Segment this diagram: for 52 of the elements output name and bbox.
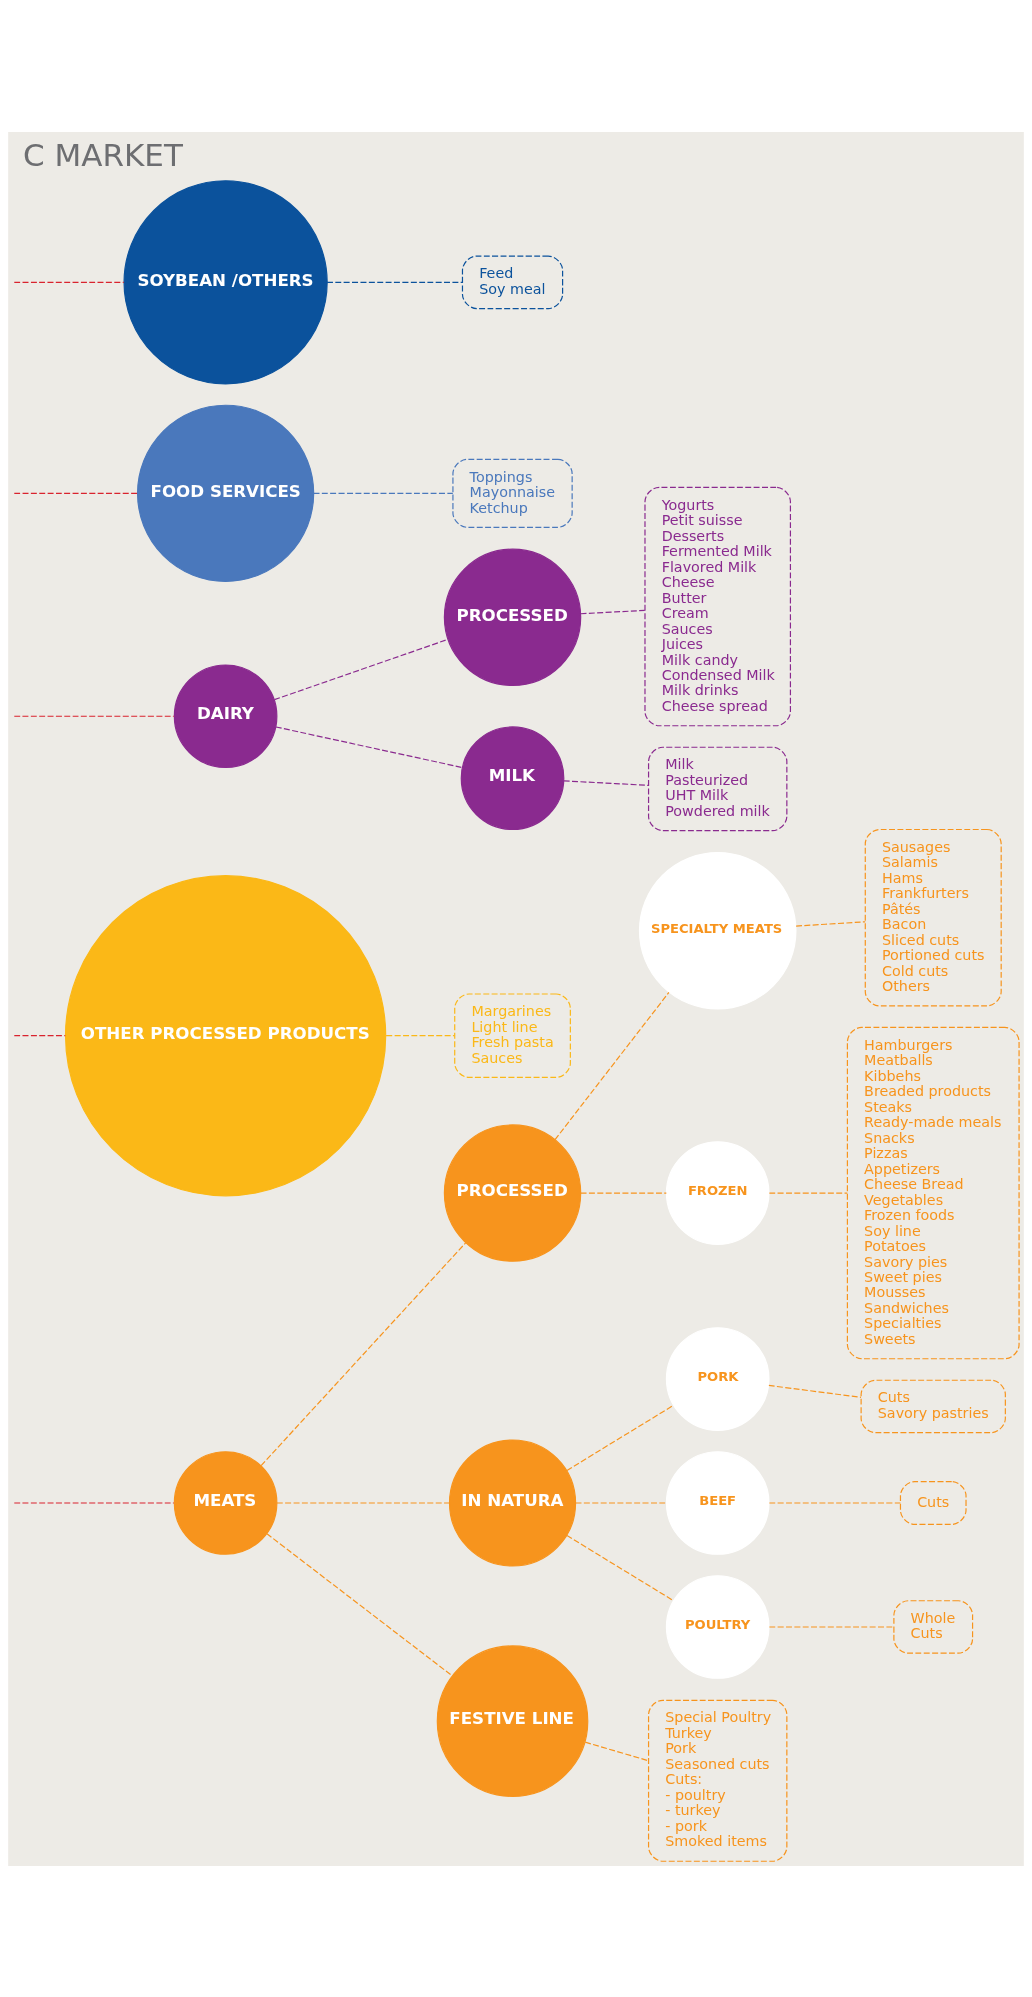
connector [13,715,175,717]
connector [554,991,670,1140]
connector [385,1034,456,1036]
connector [580,609,646,614]
connector [563,779,649,786]
node-box: Cuts [899,1480,967,1525]
connector [313,492,454,494]
connector [266,1532,453,1676]
node-box: Special Poultry Turkey Pork Seasoned cuts Cuts: - poultry - turkey - pork Smoked items [647,1699,788,1862]
connector [768,1191,848,1194]
node-circle: FOOD SERVICES [136,404,315,582]
node-circle: DAIRY [173,663,278,768]
node-circle: MEATS [173,1450,278,1555]
node-box: Hamburgers Meatballs Kibbehs Breaded products Steaks Ready-made meals Snacks Pizzas Appetizers Cheese Bread Vegetables Frozen foods Soy line Potatoes Savory pies Sweet pies Mousses Sandwiches Specialties Sweets [846,1026,1020,1359]
connector [13,281,125,283]
connector [580,1191,667,1194]
node-box: Cuts Savory pastries [860,1379,1006,1433]
node-circle: BEEF [665,1450,770,1555]
node-circle: MILK [460,725,565,830]
node-circle: IN NATURA [448,1438,577,1567]
node-circle: PORK [665,1326,770,1431]
node-box: Margarines Light line Fresh pasta Sauces [454,992,571,1078]
connector [260,1241,467,1466]
node-circle: FROZEN [665,1140,770,1245]
node-circle: FESTIVE LINE [436,1644,589,1797]
node-box: Yogurts Petit suisse Desserts Fermented Milk Flavored Milk Cheese Butter Cream Sauces Juices Milk candy Condensed Milk Milk drinks Cheese spread [644,486,791,726]
node-circle: OTHER PROCESSED PRODUCTS [64,874,387,1196]
node-circle: SPECIALTY MEATS [638,851,797,1010]
node-circle: PROCESSED [443,548,582,686]
connector [273,638,449,700]
connector [566,1534,675,1601]
connector [768,1501,901,1504]
connector [795,920,866,927]
node-box: Feed Soy meal [461,255,564,309]
node-circle: SOYBEAN /OTHERS [123,179,328,384]
node-box: Milk Pasteurized UHT Milk Powdered milk [647,746,788,831]
node-box: Whole Cuts [893,1599,974,1654]
node-box: Toppings Mayonnaise Ketchup [452,458,573,528]
connector [566,1404,675,1471]
diagram-title: C MARKET [23,136,183,173]
node-circle: POULTRY [665,1574,770,1679]
connector [13,492,139,494]
connector [13,1034,66,1036]
connector [326,281,463,283]
connector [575,1501,667,1504]
connector [275,725,463,768]
connector [768,1625,895,1628]
connector [276,1501,450,1504]
node-box: Sausages Salamis Hams Frankfurters Pâtés Bacon Sliced cuts Portioned cuts Cold cuts Others [864,828,1002,1006]
connector [584,1741,649,1761]
connector [768,1384,862,1398]
node-circle: PROCESSED [443,1123,582,1262]
